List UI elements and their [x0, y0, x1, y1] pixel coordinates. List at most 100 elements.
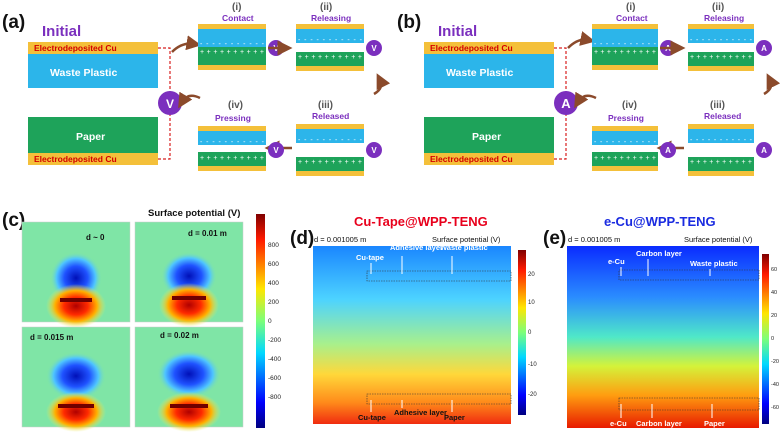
- panel-d-tag: (d): [290, 228, 314, 249]
- panel-a-s4-label: Pressing: [215, 113, 251, 123]
- panel-b-s3-neg: - - - - - - - - - - -: [690, 137, 753, 144]
- panel-a-s2-pos: + + + + + + + + + +: [298, 54, 362, 61]
- panel-a-arrow-1: [171, 35, 202, 53]
- panel-a-voltmeter-label: V: [166, 97, 174, 111]
- panel-b-s3-cu: [688, 124, 754, 129]
- panel-a-s4-num: (iv): [228, 100, 243, 111]
- panel-e-title: e-Cu@WPP-TENG: [604, 214, 716, 229]
- panel-a-s1-cu2: [198, 65, 266, 70]
- panel-d-tick: 20: [528, 272, 535, 278]
- panel-d-top-label: Adhesive layer: [390, 243, 443, 252]
- panel-a-s4-paper: [198, 152, 266, 166]
- panel-c-map-2-label: d = 0.01 m: [188, 229, 227, 238]
- panel-a-s1-paper: [198, 47, 266, 65]
- panel-b-s1-neg: - - - - - - - - - - -: [594, 41, 657, 48]
- panel-b-arrow-4: [763, 73, 780, 96]
- panel-e-colorbar: [762, 254, 769, 424]
- panel-b-s2-pos: + + + + + + + + + +: [690, 54, 752, 61]
- panel-d-colorbar: [518, 250, 526, 415]
- panel-d-bottom-label: Paper: [444, 413, 465, 422]
- panel-a-s2-cu2: [296, 66, 364, 71]
- panel-a: (a) Initial Electrodeposited Cu Waste Pl…: [2, 2, 391, 176]
- panel-e-tick: 40: [771, 290, 777, 296]
- panel-c-title: Surface potential (V): [148, 208, 240, 219]
- panel-a-s1-plastic: [198, 29, 266, 47]
- panel-b-s4-paper: [592, 152, 658, 166]
- panel-b-arrow-2: [574, 91, 597, 109]
- panel-a-s3-meter: [366, 142, 382, 158]
- panel-c-tick: 200: [268, 299, 279, 306]
- panel-c: (c) Surface potential (V) d ~ 0 d = 0.01…: [2, 208, 281, 432]
- panel-c-tick: -600: [268, 375, 281, 382]
- panel-a-s4-cu2: [198, 166, 266, 171]
- panel-c-tick: -400: [268, 356, 281, 363]
- panel-b-s1-cu: [592, 24, 658, 29]
- panel-b-ammeter: [554, 91, 578, 115]
- panel-c-tick: -800: [268, 394, 281, 401]
- panel-b-s2-meter: [756, 40, 772, 56]
- panel-a-arrow-2: [178, 91, 201, 109]
- panel-d: (d) Cu-Tape@WPP-TENG d = 0.001005 m Surf…: [290, 214, 537, 424]
- panel-e-tag: (e): [543, 228, 566, 249]
- panel-b-s4-cu2: [592, 166, 658, 171]
- panel-a-paper-label: Paper: [76, 131, 105, 143]
- panel-d-sp: Surface potential (V): [432, 235, 501, 244]
- panel-e-tick: -40: [771, 382, 779, 388]
- panel-b-s4-meter: [660, 142, 676, 158]
- panel-c-tick: 600: [268, 261, 279, 268]
- panel-e: (e) e-Cu@WPP-TENG d = 0.001005 m Surface…: [543, 214, 779, 428]
- panel-d-bottom-label: Adhesive layer: [394, 408, 447, 417]
- panel-a-s4-cu: [198, 126, 266, 131]
- panel-a-s3-pos: + + + + + + + + + +: [298, 159, 362, 166]
- panel-a-s3-cu: [296, 124, 364, 129]
- panel-a-plastic: [28, 54, 158, 88]
- panel-a-s2-label: Releasing: [311, 13, 351, 23]
- panel-b-s1-paper: [592, 47, 658, 65]
- panel-e-sp: Surface potential (V): [684, 235, 753, 244]
- panel-a-cu-top-label: Electrodeposited Cu: [34, 43, 117, 53]
- panel-a-s3-label: Released: [312, 111, 349, 121]
- panel-d-field: [313, 246, 511, 424]
- panel-d-top-layer: [366, 270, 512, 282]
- panel-b-s2-label: Releasing: [704, 13, 744, 23]
- panel-b-s3-label: Released: [704, 111, 741, 121]
- panel-d-tick: -10: [528, 362, 537, 368]
- panel-b: (b) Initial Electrodeposited Cu Waste Pl…: [397, 2, 780, 176]
- panel-b-s1-pos: + + + + + + + + + +: [594, 49, 656, 56]
- panel-a-arrow-4: [373, 73, 391, 96]
- panel-a-s4-plastic: [198, 131, 266, 145]
- panel-a-s2-paper: [296, 52, 364, 66]
- panel-a-s2-neg: - - - - - - - - - - -: [298, 37, 363, 44]
- panel-b-s4-cu: [592, 126, 658, 131]
- panel-d-tick: 0: [528, 330, 532, 336]
- panel-c-tick: 800: [268, 242, 279, 249]
- panel-e-top-label: e-Cu: [608, 257, 625, 266]
- panel-d-bottom-annotations: Cu-tape Adhesive layer Paper: [358, 400, 465, 422]
- panel-c-tick: -200: [268, 337, 281, 344]
- panel-a-s1-neg: - - - - - - - - - - -: [200, 41, 265, 48]
- panel-e-top-label: Carbon layer: [636, 249, 682, 258]
- panel-c-map-4-label: d = 0.02 m: [160, 331, 199, 340]
- panel-b-plastic-label: Waste Plastic: [446, 67, 513, 79]
- panel-d-d: d = 0.001005 m: [314, 235, 366, 244]
- panel-a-paper: [28, 117, 158, 153]
- panel-b-s3-num: (iii): [710, 100, 725, 111]
- panel-a-s3-cu2: [296, 171, 364, 176]
- panel-b-tag: (b): [397, 12, 421, 33]
- panel-c-map-1-label: d ~ 0: [86, 233, 105, 242]
- panel-b-initial: Initial: [438, 23, 477, 40]
- panel-b-s2-cu2: [688, 66, 754, 71]
- panel-b-s2-cu: [688, 24, 754, 29]
- panel-e-top-annotations: e-Cu Carbon layer Waste plastic: [608, 249, 738, 276]
- panel-a-s2-meter-label: V: [371, 44, 377, 53]
- panel-c-tick: 0: [268, 318, 272, 325]
- panel-a-wire: [158, 47, 171, 160]
- panel-a-s3-plastic: [296, 129, 364, 143]
- panel-b-s2-paper: [688, 52, 754, 66]
- panel-b-s4-meter-label: A: [665, 146, 671, 155]
- panel-a-s2-num: (ii): [320, 2, 332, 13]
- panel-e-field: [567, 246, 759, 428]
- panel-a-cu-top: [28, 42, 158, 54]
- panel-a-plastic-label: Waste Plastic: [50, 67, 117, 79]
